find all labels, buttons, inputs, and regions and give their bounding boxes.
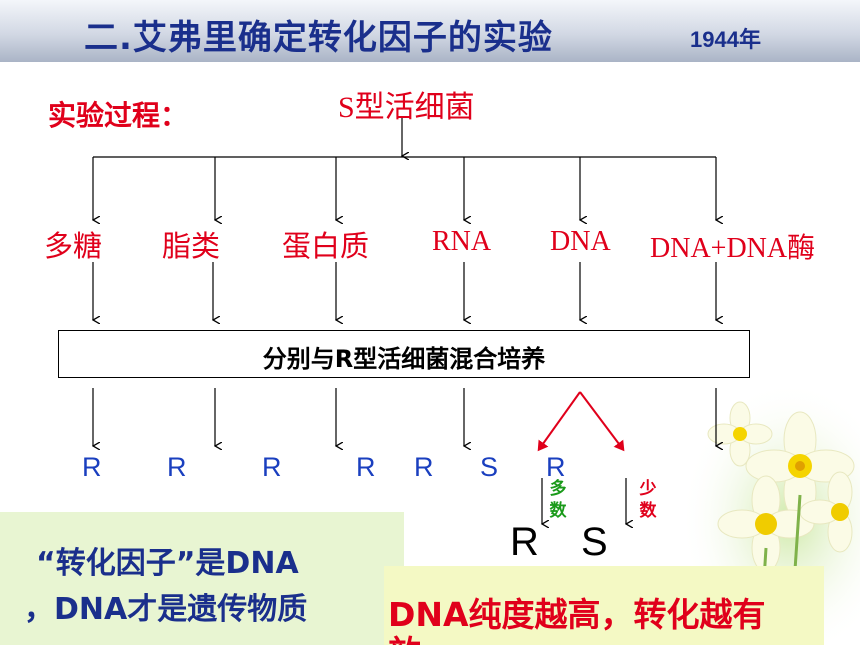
result-lipid: R bbox=[167, 452, 187, 482]
conclusion-box bbox=[0, 512, 404, 645]
year-label: 1944年 bbox=[690, 27, 761, 52]
component-dna: DNA bbox=[550, 226, 611, 257]
result-r-extra: R bbox=[414, 452, 434, 482]
dna-result-r: R bbox=[510, 520, 539, 564]
dna-result-s: S bbox=[581, 520, 608, 564]
result-protein: R bbox=[262, 452, 282, 482]
conclusion-line1: “转化因子”是DNA bbox=[36, 546, 299, 581]
majority-label: 多数 bbox=[549, 479, 567, 521]
process-label: 实验过程： bbox=[48, 99, 189, 132]
component-protein: 蛋白质 bbox=[282, 229, 370, 263]
flower-icon bbox=[799, 471, 853, 553]
component-polysaccharide: 多糖 bbox=[44, 229, 103, 263]
mix-culture-box: 分别与R型活细菌混合培养 bbox=[58, 330, 750, 378]
source-bacteria: S型活细菌 bbox=[338, 91, 475, 124]
result-polysaccharide: R bbox=[82, 452, 102, 482]
purity-note-overflow: 效 bbox=[388, 626, 421, 645]
component-rna: RNA bbox=[432, 226, 492, 257]
flower-icon bbox=[717, 475, 815, 573]
minority-label: 少数 bbox=[639, 479, 657, 521]
result-rna: R bbox=[356, 452, 376, 482]
result-dna: R bbox=[546, 452, 566, 482]
title-bar bbox=[0, 0, 860, 62]
component-dna-dnase: DNA+DNA酶 bbox=[650, 233, 816, 264]
component-lipid: 脂类 bbox=[162, 229, 221, 263]
conclusion-line2: ，DNA才是遗传物质 bbox=[24, 592, 308, 627]
result-s: S bbox=[480, 452, 499, 482]
slide-title: 二.艾弗里确定转化因子的实验 bbox=[84, 18, 553, 58]
mix-culture-label: 分别与R型活细菌混合培养 bbox=[262, 345, 546, 373]
purity-note: DNA纯度越高，转化越有 bbox=[388, 595, 766, 634]
purity-note-box bbox=[384, 566, 824, 645]
